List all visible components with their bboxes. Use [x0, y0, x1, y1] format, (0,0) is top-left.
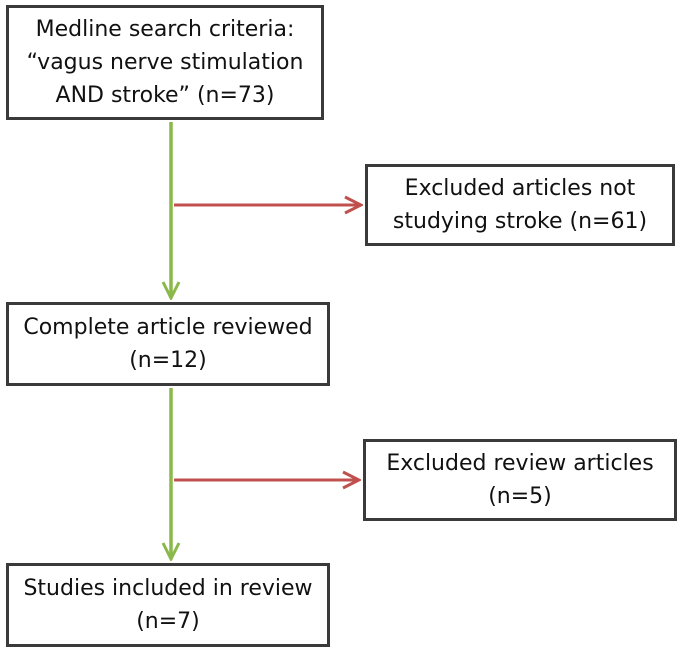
studies-included-line-2: (n=7) — [136, 609, 200, 634]
excluded-not-stroke-line-1: Excluded articles not — [404, 176, 636, 201]
search-criteria-box: Medline search criteria: “vagus nerve st… — [6, 5, 324, 120]
studies-included-box: Studies included in review (n=7) — [6, 563, 330, 647]
excluded-review-articles-box: Excluded review articles (n=5) — [363, 439, 677, 521]
search-criteria-line-1: Medline search criteria: — [35, 17, 295, 42]
search-criteria-line-2: “vagus nerve stimulation — [26, 50, 304, 75]
studies-included-line-1: Studies included in review — [23, 576, 313, 601]
complete-article-reviewed-line-2: (n=12) — [129, 348, 207, 373]
excluded-not-stroke-line-2: studying stroke (n=61) — [392, 209, 648, 234]
excluded-review-articles-line-2: (n=5) — [488, 484, 552, 509]
excluded-not-stroke-box: Excluded articles not studying stroke (n… — [365, 164, 675, 246]
search-criteria-line-3: AND stroke” (n=73) — [55, 83, 275, 108]
complete-article-reviewed-line-1: Complete article reviewed — [23, 315, 313, 340]
complete-article-reviewed-box: Complete article reviewed (n=12) — [6, 302, 330, 386]
excluded-review-articles-line-1: Excluded review articles — [386, 451, 654, 476]
